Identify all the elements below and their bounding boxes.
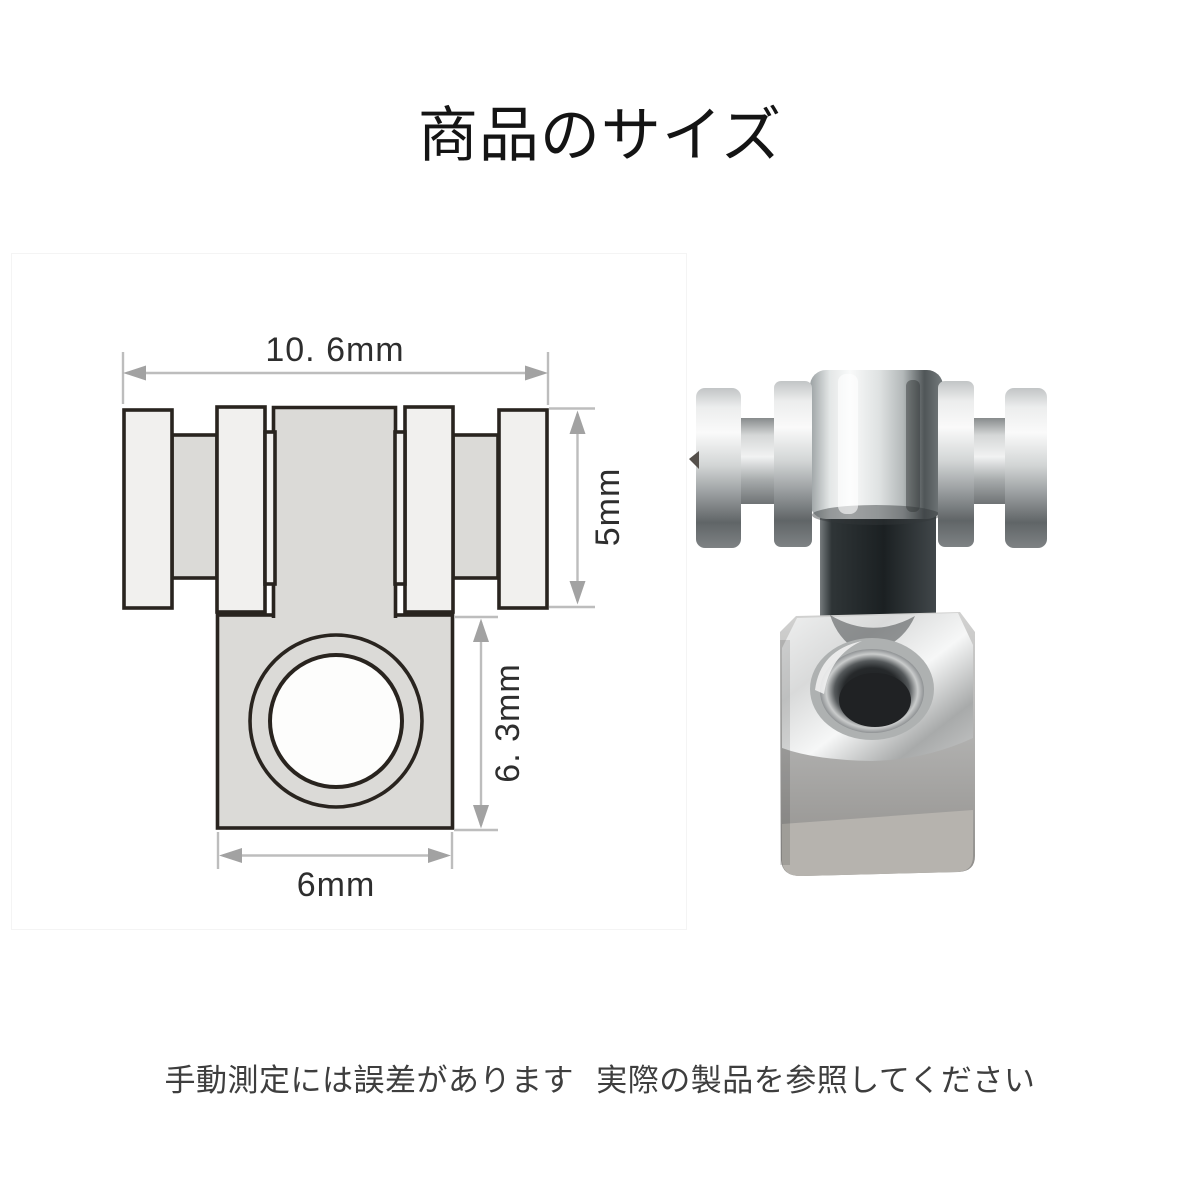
photo-block-left-shade — [780, 640, 790, 865]
photo-shaft-left — [740, 418, 778, 504]
hole-outer-circle — [248, 633, 424, 809]
hole-inner-circle — [268, 653, 404, 789]
photo-tube — [810, 370, 943, 519]
dim-lower-height-label: 6. 3mm — [489, 663, 527, 782]
photo-neck — [820, 500, 936, 630]
photo-flange-outer-left — [696, 388, 741, 548]
washer-left — [263, 430, 277, 586]
sleeve-left — [170, 433, 219, 580]
photo-flange-outer-right — [1005, 388, 1047, 548]
diagram-frame — [11, 253, 687, 930]
photo-hole-highlight — [815, 641, 862, 694]
flange-inner-left — [215, 405, 267, 614]
dim-bottom-width: 6mm — [216, 832, 454, 904]
photo-tube-streak — [906, 380, 920, 512]
neck — [271, 405, 398, 618]
dim-right-height: 5mm — [549, 407, 627, 609]
photo-flange-inner-left — [774, 381, 812, 547]
dim-top-width: 10. 6mm — [121, 331, 550, 405]
flange-outer-left — [122, 408, 174, 610]
sleeve-right — [451, 433, 500, 580]
photo-flange-inner-right — [938, 381, 974, 547]
photo-tube-shadow — [812, 505, 940, 525]
dim-bottom-width-label: 6mm — [297, 866, 376, 904]
washer-right — [393, 430, 407, 586]
dimension-diagram: 10. 6mm 5mm 6. 3mm 6mm — [121, 331, 627, 904]
disclaimer-text: 手動測定には誤差があります 実際の製品を参照してください — [164, 1063, 1036, 1098]
photo-hole-bore — [839, 673, 911, 727]
page-title: 商品のサイズ — [417, 103, 783, 169]
flange-outer-right — [497, 408, 549, 610]
product-photo — [689, 370, 1047, 877]
dim-lower-height: 6. 3mm — [454, 615, 527, 832]
dim-top-width-label: 10. 6mm — [265, 331, 404, 369]
flange-inner-right — [403, 405, 455, 614]
part-photo-group — [689, 370, 1047, 877]
dim-right-height-label: 5mm — [589, 468, 627, 547]
photo-block-bottom-face — [782, 810, 973, 877]
part-outline — [122, 405, 549, 830]
photo-tube-highlight — [838, 374, 858, 514]
photo-pin-tip — [689, 451, 699, 469]
